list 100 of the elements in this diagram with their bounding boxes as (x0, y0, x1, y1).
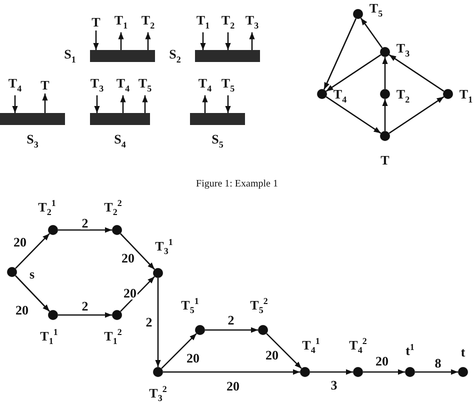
component-label: S$_{4}$ (114, 132, 126, 150)
arrow (202, 95, 208, 113)
graph-node (353, 9, 363, 19)
node-label: T$_{5}$ (369, 2, 383, 18)
arrow (388, 54, 444, 92)
node-label: T$_{3}$ (396, 42, 410, 58)
arrow (415, 369, 458, 375)
graph-node (153, 367, 163, 377)
graph-node (380, 131, 390, 141)
edge-label: 20 (122, 286, 138, 300)
arrow (360, 18, 383, 48)
component-label: S$_{2}$ (169, 48, 181, 64)
arrow (161, 333, 197, 369)
edge-label: 20 (226, 380, 240, 392)
arrow (363, 369, 405, 375)
task-label: T$_{4}$ (198, 76, 212, 94)
graph-node (112, 310, 122, 320)
graph-node (112, 225, 122, 235)
edge-label: 20 (14, 304, 30, 316)
arrow (326, 54, 382, 92)
component-bar (190, 113, 245, 125)
graph-node (380, 47, 390, 57)
arrow (58, 227, 112, 233)
arrow (42, 94, 48, 113)
graph-node (443, 89, 453, 99)
arrow (58, 312, 112, 318)
graph-node (300, 367, 310, 377)
edge-label: 2 (226, 314, 236, 326)
arrow (120, 95, 126, 113)
arrow (200, 32, 206, 50)
edge-label: 20 (264, 348, 280, 362)
node-label: T$_{1}$ (459, 88, 473, 104)
arrow (205, 327, 258, 333)
edge-label: 8 (434, 356, 442, 370)
arrow (12, 95, 18, 113)
component-bar (90, 50, 155, 62)
node-label: t (460, 346, 466, 358)
arrow (225, 95, 231, 113)
task-label: T$_{3}$ (90, 76, 104, 94)
task-label: T (40, 78, 50, 92)
arrow (142, 95, 148, 113)
arrow (163, 369, 300, 375)
node-label: s (29, 268, 35, 280)
edge-label: 2 (80, 300, 90, 312)
arrow (93, 30, 99, 50)
edge-label: 20 (186, 352, 200, 364)
task-label: T$_{1}$ (196, 14, 210, 30)
edge-label: 20 (120, 252, 136, 264)
graph-node (195, 325, 205, 335)
arrow (310, 369, 353, 375)
graph-node (153, 268, 163, 278)
graph-node (380, 89, 390, 99)
node-label: T$_{2}$ (396, 88, 410, 104)
node-label: t$^{1}$ (406, 342, 414, 358)
component-bar (90, 113, 150, 125)
edge-label: 3 (330, 378, 338, 392)
figure-caption: Figure 1: Example 1 (196, 178, 278, 190)
arrow (118, 32, 124, 50)
graph-node (48, 225, 58, 235)
task-label: T$_{4}$ (8, 76, 22, 94)
component-bar (0, 113, 65, 125)
arrow (14, 275, 50, 312)
graph-node (405, 367, 415, 377)
task-label: T$_{5}$ (221, 76, 235, 94)
arrow (155, 278, 161, 367)
edge-label: 2 (144, 316, 154, 328)
graph-node (7, 267, 17, 277)
arrow (388, 96, 444, 134)
graph-node (317, 89, 327, 99)
arrow (382, 99, 388, 131)
task-label: T$_{3}$ (245, 14, 259, 30)
graph-node (353, 367, 363, 377)
arrow (323, 18, 357, 90)
graph-node (458, 367, 468, 377)
component-bar (195, 50, 260, 62)
component-label: S$_{3}$ (26, 132, 38, 150)
task-label: T (92, 16, 100, 28)
arrow (225, 32, 231, 50)
task-label: T$_{2}$ (141, 14, 155, 30)
edge-label: 20 (12, 236, 28, 248)
arrow (249, 32, 255, 50)
node-label: T$_{4}$ (333, 88, 347, 104)
edge-label: 20 (374, 354, 390, 368)
arrow (382, 57, 388, 89)
task-label: T$_{1}$ (114, 14, 128, 30)
task-label: T$_{2}$ (221, 14, 235, 30)
task-label: T$_{4}$ (116, 76, 130, 94)
component-label: S$_{5}$ (212, 132, 224, 150)
edge-label: 2 (80, 216, 90, 230)
arrow (15, 233, 50, 269)
arrow (120, 233, 156, 270)
arrow (145, 32, 151, 50)
arrow (326, 96, 382, 134)
node-label: T (380, 154, 390, 166)
graph-node (258, 325, 268, 335)
graph-node (48, 310, 58, 320)
task-label: T$_{5}$ (138, 76, 152, 94)
arrow (94, 95, 100, 113)
arrow (266, 333, 302, 369)
component-label: S$_{1}$ (64, 48, 76, 64)
